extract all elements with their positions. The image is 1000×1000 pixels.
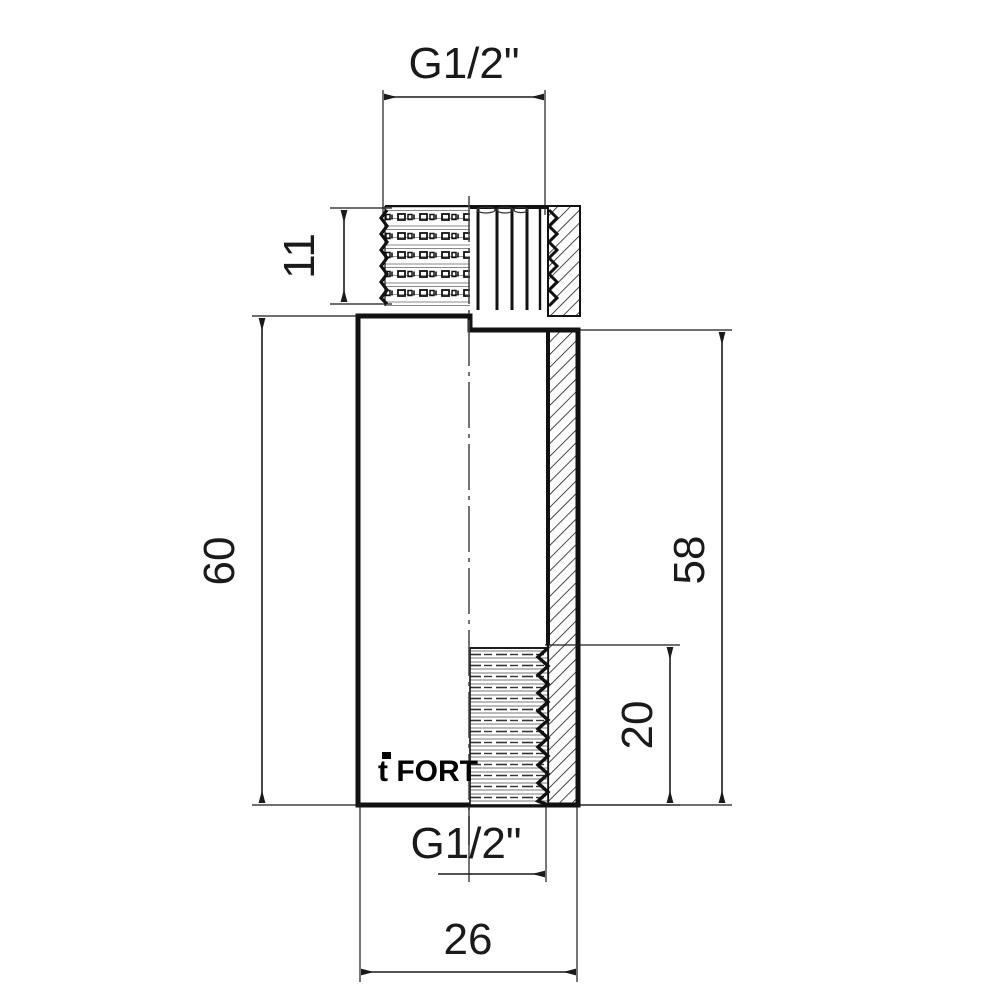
dim-socket-depth: 20: [545, 644, 680, 806]
dim-thread-length: 11: [275, 207, 392, 305]
male-thread-section: [546, 205, 581, 317]
dim-label-top-size: G1/2": [408, 39, 519, 88]
female-thread-section: [469, 646, 551, 807]
dim-label-bottom-size: G1/2": [410, 819, 521, 868]
brand-logo: t FORT: [378, 752, 478, 788]
dimension-annotations: G1/2" 11 60 58 20: [195, 39, 732, 982]
dim-label-overall-length: 60: [195, 537, 244, 586]
dim-bottom-thread-size: G1/2": [410, 806, 547, 882]
brand-logo-text: t FORT: [378, 755, 478, 788]
dim-top-thread-size: G1/2": [382, 39, 546, 215]
dim-label-socket-depth: 20: [613, 701, 662, 750]
dim-label-body-diameter: 26: [444, 915, 493, 964]
upper-bore-lines: [470, 205, 548, 310]
dim-label-body-length: 58: [665, 536, 714, 585]
male-thread-exterior: [378, 205, 470, 306]
body-wall-section: [546, 328, 580, 807]
part-geometry: t FORT: [355, 196, 581, 845]
dim-label-thread-length: 11: [275, 233, 324, 279]
dim-body-diameter: 26: [359, 806, 578, 982]
dim-overall-length: 60: [195, 315, 362, 806]
